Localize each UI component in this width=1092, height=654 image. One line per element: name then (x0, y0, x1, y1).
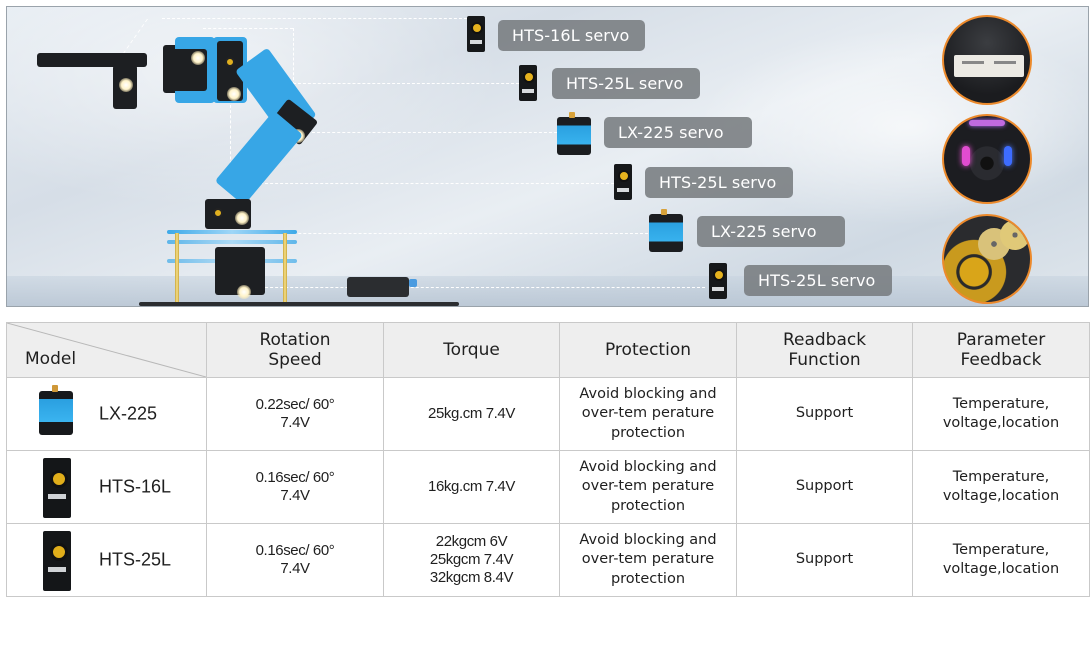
lx-servo-thumbnail (649, 209, 683, 252)
feedback-cell: Temperature, voltage,location (912, 377, 1090, 451)
metal-gear-closeup-image (942, 214, 1032, 304)
feedback-cell: Temperature, voltage,location (912, 450, 1090, 524)
leader-line (245, 287, 705, 288)
torque-cell: 16kg.cm 7.4V (383, 450, 560, 524)
board-button (409, 279, 417, 287)
servo-label-badge: LX-225 servo (604, 117, 752, 148)
torque-cell: 25kg.cm 7.4V (383, 377, 560, 451)
header-parameter-feedback: Parameter Feedback (912, 322, 1090, 378)
leader-line (203, 28, 293, 29)
model-cell: HTS-16L (6, 450, 207, 524)
readback-cell: Support (736, 377, 913, 451)
rotation-speed-cell: 0.16sec/ 60° 7.4V (206, 523, 384, 597)
servo-label-badge: HTS-25L servo (552, 68, 700, 99)
model-name: HTS-25L (99, 549, 172, 570)
leader-line (307, 132, 557, 133)
header-torque: Torque (383, 322, 560, 378)
hts-servo-thumbnail (519, 65, 537, 101)
leader-line (293, 83, 519, 84)
header-protection: Protection (559, 322, 737, 378)
leader-line (230, 105, 231, 185)
hts-servo-thumbnail (614, 164, 632, 200)
servo-label-badge: HTS-25L servo (744, 265, 892, 296)
floor-shading (7, 276, 1088, 306)
table-row: HTS-25L 0.16sec/ 60° 7.4V 22kgcm 6V 25kg… (6, 523, 1090, 597)
servo-label-badge: HTS-16L servo (498, 20, 645, 51)
servo-label-badge: LX-225 servo (697, 216, 845, 247)
leader-line (243, 233, 648, 234)
gripper (37, 53, 147, 67)
header-model-label: Model (25, 349, 77, 369)
rotation-speed-cell: 0.22sec/ 60° 7.4V (206, 377, 384, 451)
controller-board (347, 277, 409, 297)
feedback-cell: Temperature, voltage,location (912, 523, 1090, 597)
model-cell: HTS-25L (6, 523, 207, 597)
rotation-speed-cell: 0.16sec/ 60° 7.4V (206, 450, 384, 524)
header-rotation-speed: Rotation Speed (206, 322, 384, 378)
header-readback-function: Readback Function (736, 322, 913, 378)
connector-closeup-image (942, 15, 1032, 105)
leader-line (230, 183, 614, 184)
table-row: HTS-16L 0.16sec/ 60° 7.4V 16kg.cm 7.4V A… (6, 450, 1090, 524)
readback-cell: Support (736, 450, 913, 524)
hts-servo-thumbnail (709, 263, 727, 299)
servo-label-badge: HTS-25L servo (645, 167, 793, 198)
hts-servo-icon (43, 458, 71, 518)
model-name: LX-225 (99, 403, 158, 424)
protection-cell: Avoid blocking and over-tem perature pro… (559, 450, 737, 524)
lx-servo-icon (39, 385, 73, 435)
leader-line (293, 28, 294, 90)
lx-servo-thumbnail (557, 112, 591, 155)
model-cell: LX-225 (6, 377, 207, 451)
servo-spec-table: Model Rotation Speed Torque Protection R… (6, 322, 1090, 597)
header-model: Model (6, 322, 207, 378)
led-indicator-closeup-image (942, 114, 1032, 204)
protection-cell: Avoid blocking and over-tem perature pro… (559, 377, 737, 451)
model-name: HTS-16L (99, 476, 172, 497)
torque-cell: 22kgcm 6V 25kgcm 7.4V 32kgcm 8.4V (383, 523, 560, 597)
diagonal-divider (7, 323, 206, 377)
table-header-row: Model Rotation Speed Torque Protection R… (6, 322, 1090, 378)
table-row: LX-225 0.22sec/ 60° 7.4V 25kg.cm 7.4V Av… (6, 377, 1090, 451)
hts-servo-icon (43, 531, 71, 591)
hts-servo-thumbnail (467, 16, 485, 52)
readback-cell: Support (736, 523, 913, 597)
leader-line (162, 18, 472, 19)
protection-cell: Avoid blocking and over-tem perature pro… (559, 523, 737, 597)
hero-banner: HTS-16L servo HTS-25L servo LX-225 servo… (6, 6, 1089, 307)
